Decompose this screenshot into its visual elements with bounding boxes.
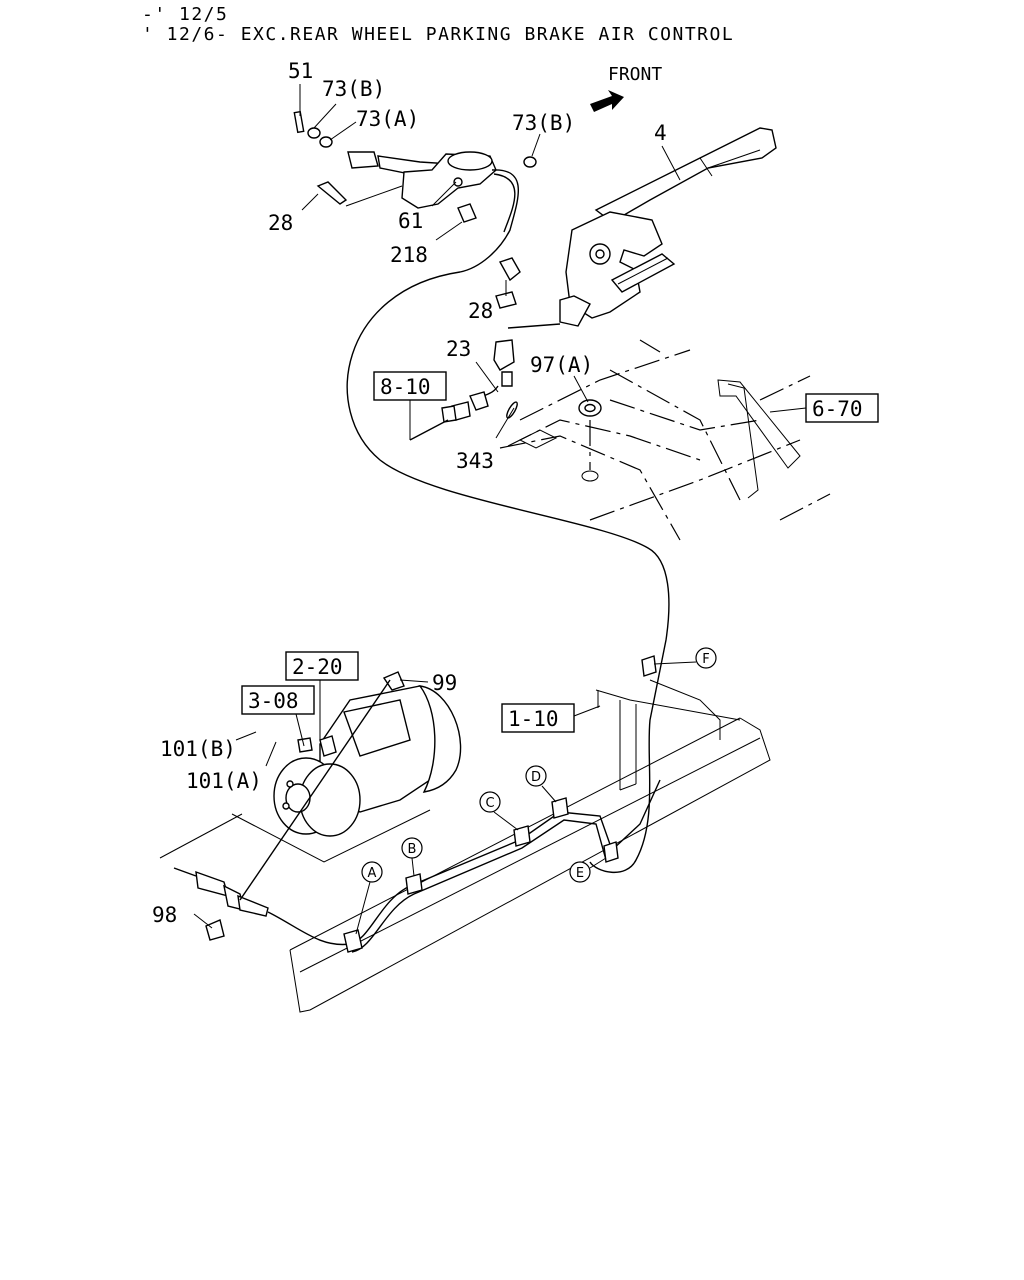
header-title: ' 12/6- EXC.REAR WHEEL PARKING BRAKE AIR… (142, 24, 734, 45)
lower-cable-end (173, 679, 391, 946)
callout-99: 99 (432, 671, 457, 695)
clip-b-label: B (408, 842, 417, 857)
front-direction-indicator: FRONT (590, 64, 662, 112)
ref-box-2-20[interactable]: 2-20 (285, 651, 359, 681)
ref-1-10-label: 1-10 (508, 707, 559, 731)
callout-98: 98 (152, 903, 177, 927)
ref-8-10-label: 8-10 (380, 375, 431, 399)
parking-brake-lever-assembly (559, 127, 777, 327)
ref-box-8-10[interactable]: 8-10 (373, 371, 447, 401)
callout-101a: 101(A) (186, 769, 262, 793)
transmission-brake-assembly (159, 671, 462, 863)
ref-3-08-label: 3-08 (248, 689, 299, 713)
callout-28-upper: 28 (268, 211, 293, 235)
front-label: FRONT (608, 64, 662, 85)
callout-61: 61 (398, 209, 423, 233)
callout-28-lower: 28 (468, 299, 493, 323)
clip-f-label: F (702, 652, 709, 667)
parking-brake-switch-harness (409, 257, 561, 441)
floor-panel-phantom (499, 339, 831, 541)
cable-clip-run (343, 655, 661, 953)
callout-23: 23 (446, 337, 471, 361)
ref-box-3-08[interactable]: 3-08 (241, 685, 315, 715)
ref-box-6-70[interactable]: 6-70 (805, 393, 879, 423)
clip-c-label: C (485, 796, 494, 811)
clip-marker-a: A (355, 861, 383, 935)
callout-51: 51 (288, 59, 313, 83)
ref-box-1-10[interactable]: 1-10 (501, 703, 575, 733)
header-date-range-line1: -' 12/5 (142, 4, 228, 25)
clip-marker-b: B (401, 837, 423, 877)
leader-lines (193, 84, 807, 929)
clip-marker-d: D (525, 765, 557, 803)
callout-73a: 73(A) (356, 107, 419, 131)
clip-e-label: E (576, 866, 584, 881)
callout-97a: 97(A) (530, 353, 593, 377)
clip-marker-e: E (569, 857, 607, 883)
callout-4: 4 (654, 121, 667, 145)
callout-73b-upper: 73(B) (322, 77, 385, 101)
callout-101b: 101(B) (160, 737, 236, 761)
callout-343: 343 (456, 449, 494, 473)
ref-2-20-label: 2-20 (292, 655, 343, 679)
ref-6-70-label: 6-70 (812, 397, 863, 421)
clip-marker-f: F (695, 647, 717, 669)
callout-218: 218 (390, 243, 428, 267)
clip-marker-c: C (479, 791, 519, 831)
clip-d-label: D (531, 770, 541, 785)
callout-73b-right: 73(B) (512, 111, 575, 135)
clip-a-label: A (368, 866, 377, 881)
front-arrow-icon (590, 90, 624, 112)
